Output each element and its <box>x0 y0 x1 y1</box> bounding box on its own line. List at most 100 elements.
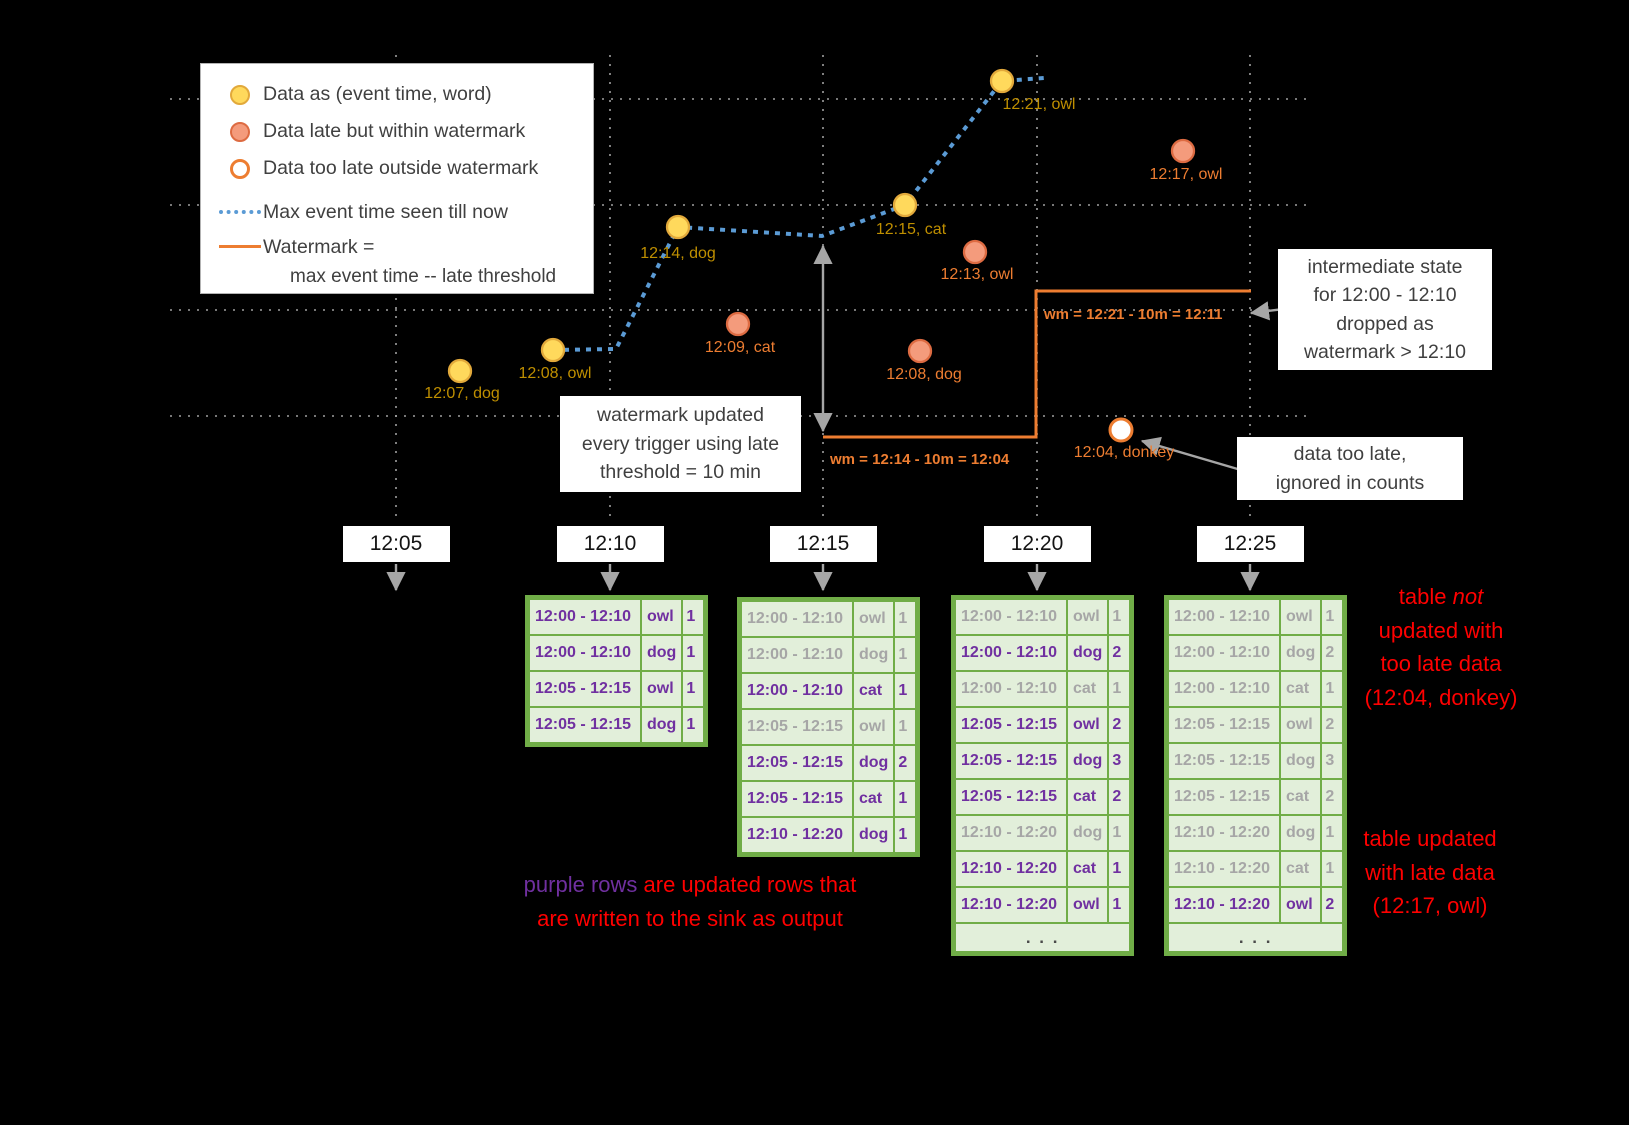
intermediate-state-note: intermediate state for 12:00 - 12:10 dro… <box>1278 249 1492 370</box>
note-text: are updated rows that <box>637 872 857 897</box>
window-cell: 12:10 - 12:20 <box>954 886 1068 924</box>
count-cell: 1 <box>1320 850 1345 888</box>
word-cell: dog <box>1065 634 1110 672</box>
count-cell: 1 <box>1107 598 1132 636</box>
note-line: are written to the sink as output <box>537 905 843 931</box>
count-cell: 1 <box>681 706 706 744</box>
data-point-12:13-owl <box>962 239 988 265</box>
window-cell: 12:05 - 12:15 <box>740 744 854 782</box>
more-rows-indicator: . . . <box>953 922 1132 953</box>
max-event-time-line <box>552 76 1045 352</box>
window-cell: 12:00 - 12:10 <box>740 672 854 710</box>
watermark-line-icon <box>217 245 263 248</box>
count-cell: 3 <box>1107 742 1132 780</box>
window-cell: 12:05 - 12:15 <box>1167 778 1281 816</box>
data-point-12:17-owl <box>1170 138 1196 164</box>
word-cell: owl <box>1065 598 1110 636</box>
note-line: intermediate state <box>1307 255 1463 278</box>
count-cell: 2 <box>1320 886 1345 924</box>
word-cell: dog <box>851 744 896 782</box>
count-cell: 3 <box>1320 742 1345 780</box>
watermark-value-label: wm = 12:14 - 10m = 12:04 <box>829 451 1010 468</box>
word-cell: owl <box>639 598 684 636</box>
legend-label: Data as (event time, word) <box>263 83 492 105</box>
count-cell: 1 <box>681 598 706 636</box>
window-cell: 12:05 - 12:15 <box>528 670 642 708</box>
window-cell: 12:00 - 12:10 <box>1167 670 1281 708</box>
window-cell: 12:10 - 12:20 <box>954 814 1068 852</box>
count-cell: 2 <box>1320 706 1345 744</box>
count-cell: 1 <box>1107 850 1132 888</box>
window-cell: 12:00 - 12:10 <box>528 598 642 636</box>
word-cell: owl <box>851 708 896 746</box>
word-cell: owl <box>1278 706 1323 744</box>
word-cell: cat <box>851 780 896 818</box>
data-point-12:15-cat <box>892 192 918 218</box>
count-cell: 1 <box>1320 598 1345 636</box>
word-cell: owl <box>1278 886 1323 924</box>
count-cell: 1 <box>893 600 918 638</box>
note-line: data too late, <box>1293 443 1407 465</box>
count-cell: 1 <box>1320 814 1345 852</box>
note-text-italic: not <box>1452 584 1484 609</box>
note-line: table not <box>1335 580 1547 614</box>
watermark-value-label: wm = 12:21 - 10m = 12:11 <box>1043 306 1222 323</box>
word-cell: dog <box>1278 742 1323 780</box>
window-cell: 12:05 - 12:15 <box>954 778 1068 816</box>
count-cell: 2 <box>1107 634 1132 672</box>
table-updated-note: table updated with late data (12:17, owl… <box>1340 822 1520 923</box>
too-late-arrow <box>1140 436 1242 472</box>
legend-item: Data late but within watermark <box>217 113 593 150</box>
count-cell: 1 <box>1320 670 1345 708</box>
note-line: threshold = 10 min <box>600 461 761 484</box>
data-point-label: 12:13, owl <box>941 266 1014 283</box>
window-cell: 12:10 - 12:20 <box>740 816 854 854</box>
word-cell: dog <box>1065 742 1110 780</box>
count-cell: 1 <box>893 816 918 854</box>
data-point-12:08-owl <box>540 337 566 363</box>
legend: Data as (event time, word) Data late but … <box>200 63 594 294</box>
watermark-line <box>823 289 1251 439</box>
word-cell: dog <box>851 636 896 674</box>
purple-rows-text: purple rows <box>523 872 638 897</box>
count-cell: 2 <box>1107 778 1132 816</box>
word-cell: dog <box>639 706 684 744</box>
data-point-label: 12:07, dog <box>424 385 500 402</box>
note-line: (12:04, donkey) <box>1364 684 1518 710</box>
word-cell: owl <box>1065 886 1110 924</box>
legend-label: Data too late outside watermark <box>263 157 539 179</box>
too-late-note: data too late, ignored in counts <box>1237 437 1463 500</box>
window-cell: 12:05 - 12:15 <box>740 780 854 818</box>
legend-label: Watermark = <box>263 236 375 258</box>
count-cell: 2 <box>893 744 918 782</box>
count-cell: 1 <box>893 708 918 746</box>
count-cell: 1 <box>893 780 918 818</box>
ontime-dot-icon <box>217 84 263 105</box>
word-cell: dog <box>851 816 896 854</box>
count-cell: 1 <box>893 636 918 674</box>
max-event-time-line-icon <box>217 210 263 214</box>
data-point-label: 12:09, cat <box>705 339 776 356</box>
late-dot-icon <box>217 121 263 142</box>
legend-item: Data as (event time, word) <box>217 76 593 113</box>
note-line: ignored in counts <box>1275 471 1425 494</box>
